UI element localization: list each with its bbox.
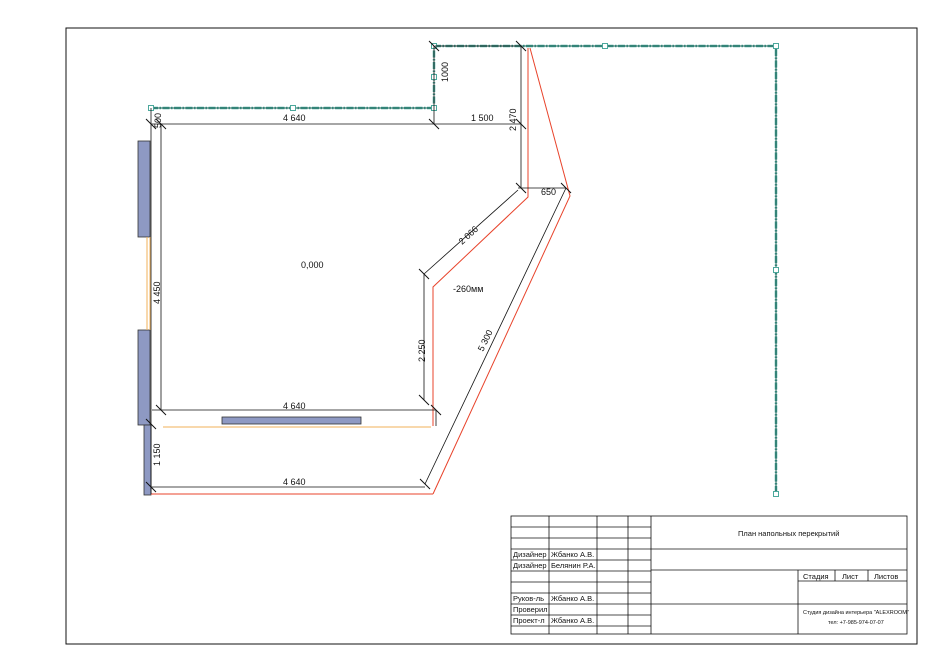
tb-role-1: Дизайнер (513, 550, 547, 559)
level-main-floor: 0,000 (301, 260, 324, 270)
tb-role-3: Руков-ль (513, 594, 544, 603)
floor-edge (151, 47, 571, 495)
tb-role-4: Проверил (513, 605, 548, 614)
tb-studio: Студия дизайна интерьера "ALEXROOM" (803, 609, 909, 616)
left-windows (137, 140, 152, 496)
bottom-window (221, 416, 362, 425)
dim-bottom-width: 4 640 (283, 477, 306, 487)
dim-bottom-inner-width: 4 640 (283, 401, 306, 411)
dim-650: 650 (541, 187, 556, 197)
tb-phone: тел: +7-985-974-07-07 (828, 620, 884, 626)
dimension-ticks (145, 40, 572, 493)
tb-name-5: Жбанко А.В. (551, 616, 594, 625)
title-block (510, 515, 908, 635)
dim-bottom-offset: 1 150 (152, 443, 162, 466)
dim-top-width: 4 640 (283, 113, 306, 123)
tb-role-5: Проект-л (513, 616, 545, 625)
tb-name-3: Жбанко А.В. (551, 594, 594, 603)
dim-diagonal-long: 5 300 (476, 328, 495, 353)
dim-500: 500 (153, 113, 163, 128)
tb-name-2: Белянин Р.А. (551, 561, 596, 570)
tb-role-2: Дизайнер (513, 561, 547, 570)
level-lowered-floor: -260мм (453, 284, 483, 294)
dim-upper-right-height: 2 470 (508, 108, 518, 131)
drawing-title: План напольных перекрытий (738, 529, 839, 538)
tb-name-1: Жбанко А.В. (551, 550, 594, 559)
dim-step-height: 1000 (440, 62, 450, 82)
tb-sheet-label: Лист (842, 572, 859, 581)
tb-stage-label: Стадия (803, 572, 829, 581)
dimension-lines (150, 45, 567, 494)
dim-step-width: 1 500 (471, 113, 494, 123)
dim-left-height: 4 450 (152, 281, 162, 304)
dim-inner-height: 2 250 (417, 339, 427, 362)
drawing-frame (65, 27, 918, 645)
tb-sheets-label: Листов (874, 572, 898, 581)
